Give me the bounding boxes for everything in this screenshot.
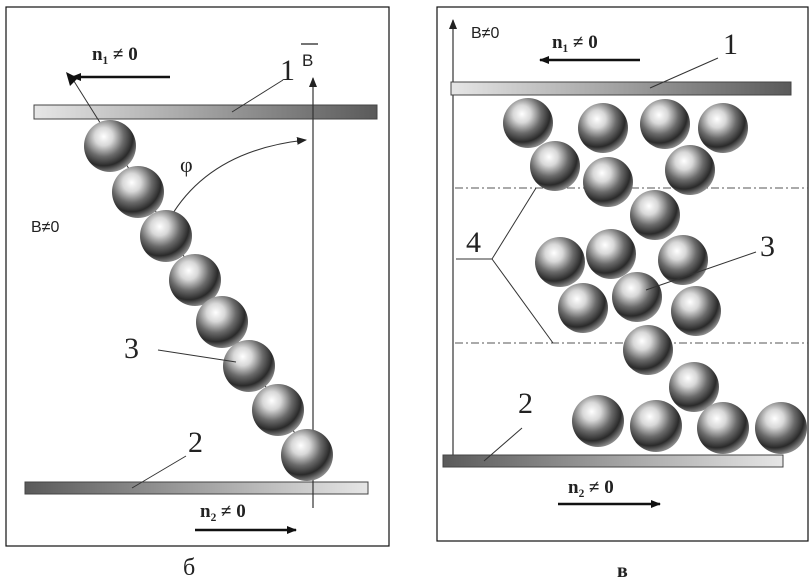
top-velocity-label: n₁ ≠ 0 [92,44,138,65]
label-2-left: 2 [188,426,203,459]
particle [169,254,221,306]
label-3-right: 3 [760,230,775,263]
particle [698,103,748,153]
particle [755,402,807,454]
particle [503,98,553,148]
particle [671,286,721,336]
top-plate-right [450,81,792,96]
bottom-velocity-label-right: n₂ ≠ 0 [568,477,614,498]
particle [223,340,275,392]
label-3-left: 3 [124,332,139,365]
leader-line-1-left [231,79,284,113]
label-1-left: 1 [280,54,295,87]
label-2-right: 2 [518,387,533,420]
particle [623,325,673,375]
field-label-right: B≠0 [471,25,499,42]
leader-line-1-right [649,57,719,89]
particle [572,395,624,447]
leader-line-3-right [645,251,757,291]
b-vector-label: B [302,51,313,70]
label-4-right: 4 [466,226,481,259]
particle [630,400,682,452]
particle [281,429,333,481]
particle-chain-left [84,120,333,481]
particle [612,272,662,322]
particle [697,402,749,454]
label-1-right: 1 [723,28,738,61]
bottom-plate-right [442,454,784,468]
particle [112,166,164,218]
particle [669,362,719,412]
leader-line-2-right [483,427,523,462]
leader-line-2-left [131,455,187,489]
particle [630,190,680,240]
particle [252,384,304,436]
bottom-plate-left [24,481,369,495]
particle [665,145,715,195]
particle [558,283,608,333]
particle-cluster-right [503,98,807,454]
caption-right: в [617,560,628,581]
caption-left: б [183,555,195,581]
angle-label: φ [180,152,193,177]
leader-line-4-upper [491,187,537,260]
panel-right: B≠0 [436,6,809,581]
particle [578,103,628,153]
panel-left: B φ n₁ ≠ 0 n₂ ≠ 0 B≠0 1 3 [5,6,390,581]
particle [196,296,248,348]
particle [586,229,636,279]
particle [530,141,580,191]
field-label-left: B≠0 [31,219,59,236]
particle [84,120,136,172]
particle [140,210,192,262]
top-plate-left [33,104,378,120]
particle [640,99,690,149]
particle [583,157,633,207]
top-velocity-label-right: n₁ ≠ 0 [552,32,598,53]
bottom-velocity-label: n₂ ≠ 0 [200,501,246,522]
particle [535,237,585,287]
leader-line-4-lower [491,258,554,344]
leader-line-3-left [157,349,237,363]
angle-arc [169,136,307,219]
